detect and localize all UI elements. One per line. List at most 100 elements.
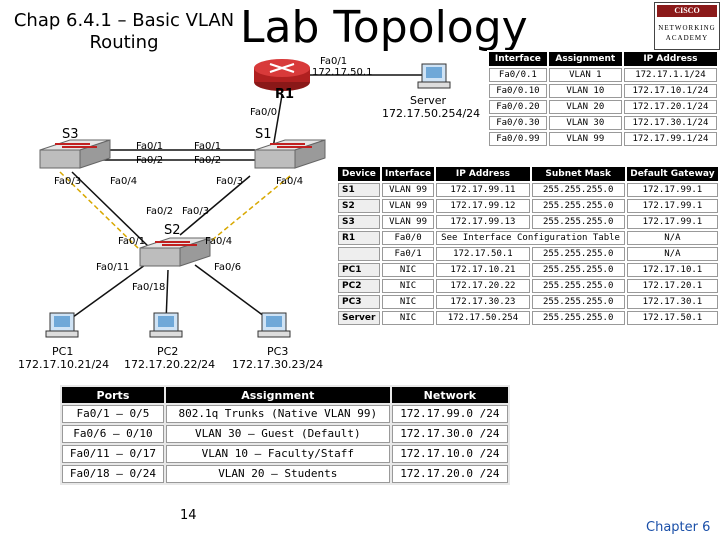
pc2-icon: [149, 312, 183, 338]
port-label: Fa0/6: [214, 262, 242, 273]
port-label: Fa0/4: [276, 176, 304, 187]
column-header: Assignment: [165, 387, 390, 403]
link-s2-pc3: [194, 264, 273, 323]
table-cell: PC3: [338, 295, 380, 309]
table-cell: 172.17.30.0 /24: [391, 425, 508, 443]
table-cell: Fa0/6 – 0/10: [62, 425, 164, 443]
table-cell: 172.17.99.11: [436, 183, 530, 197]
table-cell: 172.17.99.1/24: [623, 132, 717, 146]
table-cell: 172.17.10.0 /24: [391, 445, 508, 463]
table-cell: N/A: [626, 231, 718, 245]
table-cell: Fa0/11 – 0/17: [62, 445, 164, 463]
table-cell: Fa0/0.30: [489, 116, 547, 130]
table-header-row: Ports Assignment Network: [62, 387, 508, 403]
table-cell: 172.17.20.1: [626, 279, 718, 293]
port-label: Fa0/1: [320, 56, 348, 67]
table-cell: 172.17.20.0 /24: [391, 465, 508, 483]
table-header-row: Device Interface IP Address Subnet Mask …: [338, 167, 718, 181]
column-header: Interface: [489, 52, 547, 66]
pc1-ip: 172.17.10.21/24: [18, 358, 110, 371]
table-cell: 172.17.99.12: [436, 199, 530, 213]
table-cell: VLAN 99: [548, 132, 622, 146]
port-label: Fa0/4: [110, 176, 138, 187]
port-label: Fa0/2: [194, 155, 222, 166]
table-cell: N/A: [626, 247, 718, 261]
link-s1-s2-a: [179, 175, 251, 236]
table-cell: 172.17.99.13: [436, 215, 530, 229]
port-label: Fa0/18: [132, 282, 166, 293]
table-cell: Fa0/0.1: [489, 68, 547, 82]
device-label-s1: S1: [255, 127, 272, 142]
port-label: Fa0/1: [194, 141, 222, 152]
slide-title: Lab Topology: [240, 2, 528, 53]
pc3-name: PC3: [267, 345, 289, 358]
column-header: Interface: [381, 167, 435, 181]
port-label: Fa0/0: [250, 107, 278, 118]
table-cell: Fa0/0.99: [489, 132, 547, 146]
port-label: Fa0/3: [182, 206, 210, 217]
table-cell: VLAN 30: [548, 116, 622, 130]
port-label: Fa0/4: [205, 236, 233, 247]
table-header-row: Interface Assignment IP Address: [489, 52, 717, 66]
column-header: IP Address: [623, 52, 717, 66]
table-cell: 255.255.255.0: [531, 199, 625, 213]
link-r1-s1: [272, 94, 283, 149]
server-name: Server: [410, 94, 447, 107]
router-icon: [254, 59, 310, 91]
table-cell: 255.255.255.0: [531, 279, 625, 293]
logo-line2: NETWORKING ACADEMY: [658, 24, 716, 42]
table-cell: VLAN 10 – Faculty/Staff: [165, 445, 390, 463]
table-cell: R1: [338, 231, 380, 245]
port-label: Fa0/11: [96, 262, 130, 273]
link-s3-s2: [71, 171, 151, 249]
table-cell: 172.17.30.1/24: [623, 116, 717, 130]
table-cell: Server: [338, 311, 380, 325]
switch-s2-icon: [139, 237, 211, 267]
table-cell: Fa0/1 – 0/5: [62, 405, 164, 423]
column-header: Default Gateway: [626, 167, 718, 181]
table-cell: 172.17.50.1: [626, 311, 718, 325]
table-cell: 172.17.10.1/24: [623, 84, 717, 98]
table-cell: NIC: [381, 311, 435, 325]
pc2-name: PC2: [157, 345, 179, 358]
table-cell: 172.17.30.23: [436, 295, 530, 309]
table-cell: 172.17.50.1: [436, 247, 530, 261]
table-cell: 172.17.10.21: [436, 263, 530, 277]
table-cell: 172.17.20.22: [436, 279, 530, 293]
table-cell: 172.17.10.1: [626, 263, 718, 277]
table-cell: 172.17.30.1: [626, 295, 718, 309]
switch-s1-icon: [254, 139, 326, 169]
page-number: 14: [180, 508, 197, 523]
table-cell: See Interface Configuration Table: [436, 231, 625, 245]
table-cell: Fa0/0.20: [489, 100, 547, 114]
device-label-r1: R1: [275, 87, 295, 102]
server-icon: [417, 63, 451, 89]
table-cell: S1: [338, 183, 380, 197]
port-label: Fa0/1: [136, 141, 164, 152]
port-label: Fa0/3: [216, 176, 244, 187]
link-s1-s2-trunk: [199, 175, 291, 251]
server-ip: 172.17.50.254/24: [382, 107, 481, 120]
column-header: Subnet Mask: [531, 167, 625, 181]
table-cell: 172.17.99.1: [626, 183, 718, 197]
table-cell: PC2: [338, 279, 380, 293]
table-cell: 172.17.20.1/24: [623, 100, 717, 114]
table-cell: 172.17.99.1: [626, 215, 718, 229]
table-cell: Fa0/0.10: [489, 84, 547, 98]
port-label: Fa0/2: [136, 155, 164, 166]
table-cell: NIC: [381, 295, 435, 309]
table-cell: 172.17.1.1/24: [623, 68, 717, 82]
port-label: Fa0/3: [54, 176, 82, 187]
